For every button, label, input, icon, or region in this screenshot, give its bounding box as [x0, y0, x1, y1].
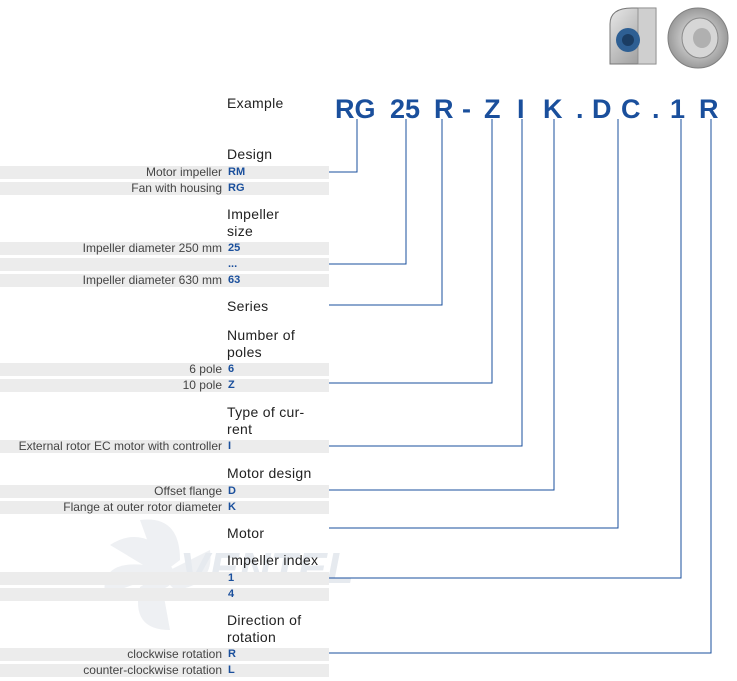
row-band — [0, 648, 329, 661]
heading-impeller-size-line2: size — [227, 223, 254, 239]
connector-poles — [329, 119, 493, 384]
row-band — [0, 485, 329, 498]
connector-design — [329, 119, 358, 173]
row-code: RM — [228, 166, 246, 178]
row-code: RG — [228, 182, 245, 194]
row-code: Z — [228, 379, 235, 391]
heading-rotation-line1: Direction of — [227, 612, 302, 628]
row-band — [0, 379, 329, 392]
row-desc: Impeller diameter 250 mm — [82, 241, 222, 255]
heading-current-line2: rent — [227, 421, 253, 437]
row-code: K — [228, 501, 236, 513]
row-desc: External rotor EC motor with controller — [18, 439, 222, 453]
heading-series: Series — [227, 298, 269, 314]
row-desc: counter-clockwise rotation — [83, 663, 222, 677]
code-segment-index: 1 — [670, 94, 686, 124]
motor-impeller-image — [667, 7, 729, 69]
code-segment-rg: RG — [335, 94, 376, 124]
row-band — [0, 572, 329, 585]
connector-series — [329, 119, 443, 306]
code-segment-motor-design: K — [543, 94, 563, 124]
heading-motor: Motor — [227, 525, 265, 541]
heading-motor-design: Motor design — [227, 465, 312, 481]
row-band — [0, 501, 329, 514]
row-band — [0, 182, 329, 195]
row-band — [0, 664, 329, 677]
row-code: ... — [228, 258, 238, 270]
row-code: 1 — [228, 572, 235, 584]
code-segment-dot2: . — [652, 94, 660, 124]
heading-impeller-index: Impeller index — [227, 552, 319, 568]
example-label: Example — [227, 95, 284, 111]
code-segment-dot1: . — [576, 94, 584, 124]
row-band — [0, 274, 329, 287]
row-code: 25 — [228, 242, 241, 254]
connector-current — [329, 119, 523, 447]
row-band — [0, 588, 329, 601]
connector-rotation — [329, 119, 712, 654]
code-segment-poles: Z — [484, 94, 501, 124]
heading-poles-line2: poles — [227, 344, 262, 360]
row-band — [0, 242, 329, 255]
heading-design: Design — [227, 146, 273, 162]
row-desc: Impeller diameter 630 mm — [82, 273, 222, 287]
code-segment-motor: C — [621, 94, 641, 124]
row-desc: Motor impeller — [145, 165, 222, 179]
row-desc: Fan with housing — [131, 181, 222, 195]
connector-index — [329, 119, 682, 579]
row-band — [0, 363, 329, 376]
code-segment-d: D — [592, 94, 612, 124]
row-band — [0, 440, 329, 453]
row-code: L — [228, 664, 235, 676]
row-code: 4 — [228, 588, 235, 600]
connector-motor-design — [329, 119, 555, 491]
row-code: R — [228, 648, 236, 660]
code-segment-current: I — [517, 94, 525, 124]
row-desc: Offset flange — [154, 484, 222, 498]
heading-rotation-line2: rotation — [227, 629, 277, 645]
row-code: D — [228, 485, 236, 497]
row-desc: Flange at outer rotor diameter — [63, 500, 222, 514]
fan-with-housing-image — [609, 7, 657, 65]
heading-current-line1: Type of cur- — [227, 404, 305, 420]
row-code: 63 — [228, 274, 241, 286]
heading-poles-line1: Number of — [227, 327, 296, 343]
row-desc: 6 pole — [189, 362, 222, 376]
row-code: 6 — [228, 363, 235, 375]
row-code: I — [228, 440, 232, 452]
row-band — [0, 258, 329, 271]
code-segment-rotation: R — [699, 94, 719, 124]
code-segment-dash: - — [462, 94, 471, 124]
code-segment-size: 25 — [390, 94, 421, 124]
connector-motor — [329, 119, 619, 529]
connector-size — [329, 119, 407, 265]
row-band — [0, 166, 329, 179]
code-segment-series: R — [434, 94, 454, 124]
row-desc: clockwise rotation — [127, 647, 222, 661]
row-desc: 10 pole — [182, 378, 222, 392]
heading-impeller-size-line1: Impeller — [227, 206, 280, 222]
